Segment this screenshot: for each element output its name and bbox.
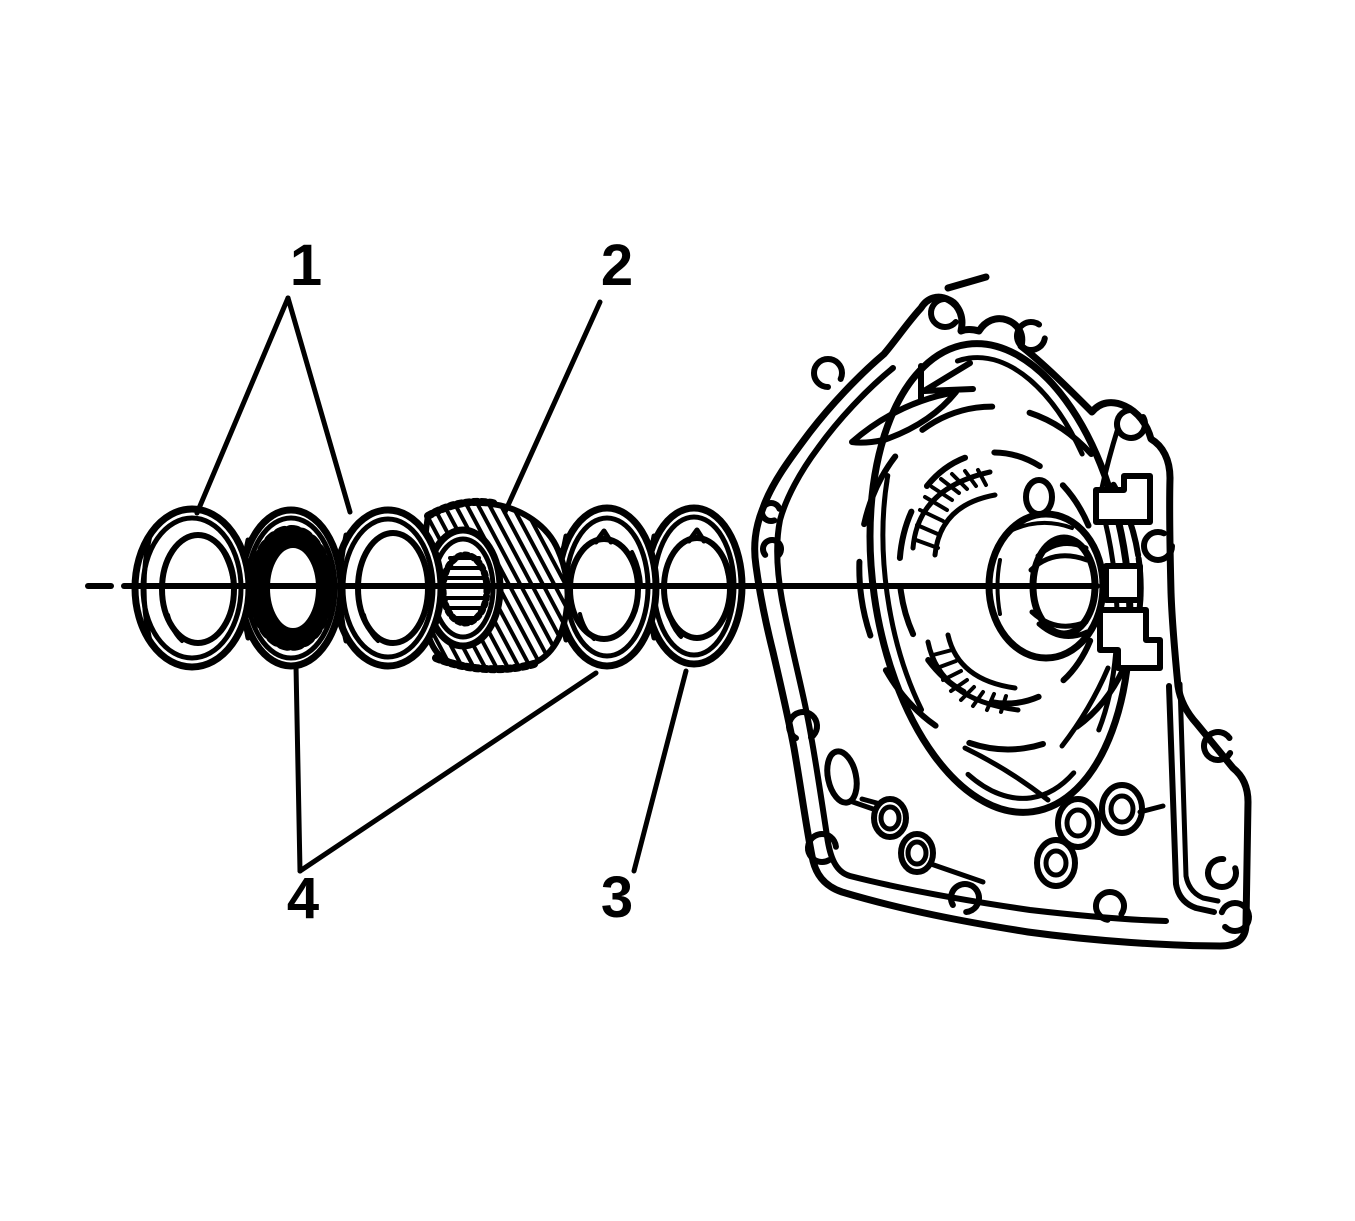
bearing-race-front [331,506,445,670]
boss-hole [1055,796,1101,850]
lug-middle [1103,563,1143,603]
callout-2-label: 2 [601,233,633,298]
case-outer-outline [751,293,1252,950]
transmission-case [751,273,1253,950]
hub-shading-top [1006,520,1074,534]
callout-4-leader-vertical [293,663,303,874]
boss-hole [1099,782,1145,836]
callout-2-leader [502,299,603,515]
lug-top [1093,473,1153,525]
callout-3-leader [631,668,689,874]
casting-mark [944,273,990,292]
gear-teeth-edge-bottom [432,654,541,674]
lug-connector-top [1099,425,1121,491]
lug-connector-bottom [1059,665,1111,749]
bottom-details [824,745,1166,889]
oil-slot [824,748,860,806]
case-rib-line2 [1177,681,1221,904]
callout-4-label: 4 [287,866,319,931]
callout-3-label: 3 [601,865,633,930]
spline-band-upper [910,468,998,558]
bore-coil-arcs [1028,541,1090,639]
callout-4: 4 [287,663,599,931]
case-top-hole [1023,477,1055,517]
callout-3: 3 [601,668,689,930]
case-rib-line [1166,683,1217,915]
callout-1-leader-left [194,295,291,516]
spline-hatch [444,556,486,620]
callout-1: 1 [194,233,353,516]
callout-2: 2 [502,233,633,515]
callout-1-leader-right [285,295,353,515]
boss-hole [1034,837,1078,889]
snap-ring-dashed-outer [856,403,1144,753]
bolt-holes [759,296,1253,934]
callout-1-label: 1 [290,233,322,298]
callout-4-leader-diagonal [297,670,599,874]
gear-teeth-edge-top [424,498,501,520]
case-bore-rim [866,340,1134,816]
case-bore-rim-inner [880,355,1120,801]
lug-bottom [1097,607,1163,671]
spline-band-lower [925,632,1021,714]
